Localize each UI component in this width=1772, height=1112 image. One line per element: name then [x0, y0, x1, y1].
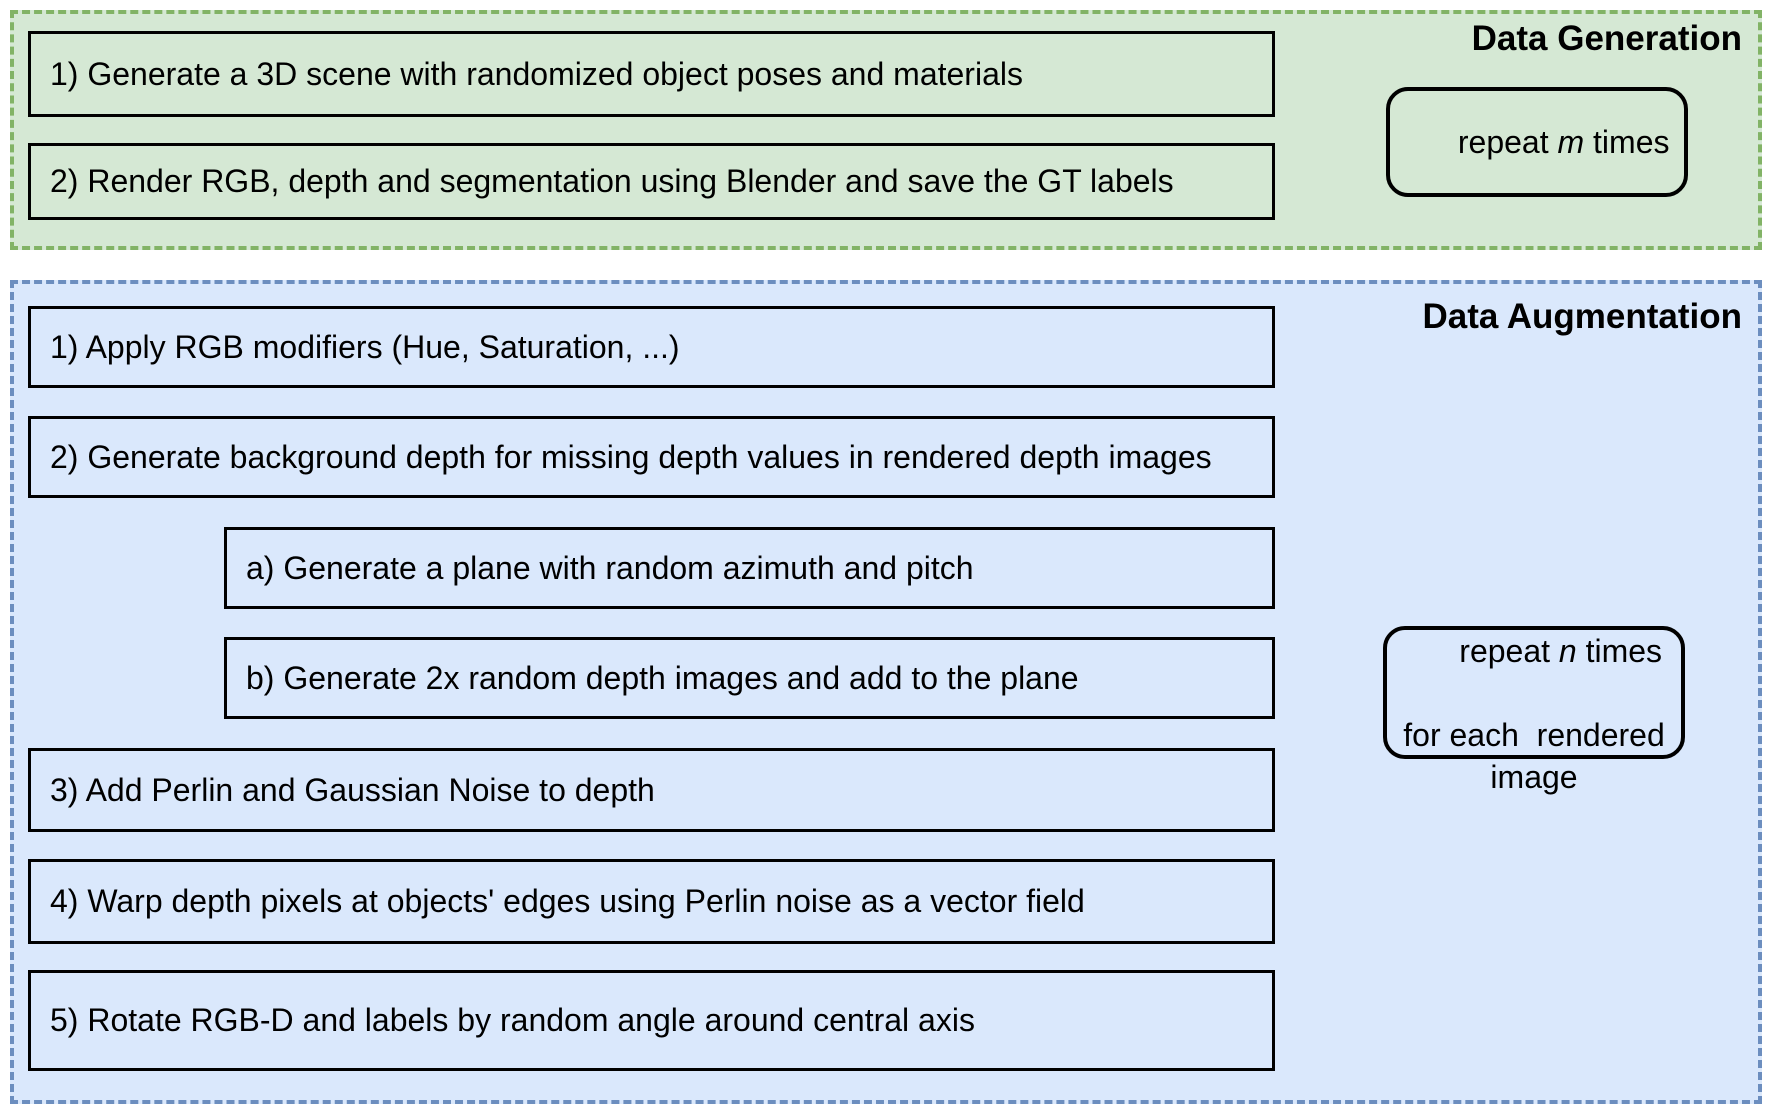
- repeat-m-times-label: repeat m times: [1405, 79, 1670, 205]
- repeat-n-times-line1: repeat n times: [1406, 588, 1662, 714]
- repeat-n-prefix: repeat: [1459, 632, 1559, 669]
- augmentation-step-4: 4) Warp depth pixels at objects' edges u…: [28, 859, 1275, 944]
- repeat-n-suffix: times: [1576, 632, 1663, 669]
- augmentation-substep-b: b) Generate 2x random depth images and a…: [224, 637, 1275, 719]
- repeat-m-prefix: repeat: [1457, 124, 1558, 160]
- augmentation-substep-a: a) Generate a plane with random azimuth …: [224, 527, 1275, 609]
- repeat-n-variable: n: [1558, 632, 1577, 669]
- repeat-n-times-line2: for each rendered: [1403, 716, 1665, 753]
- generation-step-1: 1) Generate a 3D scene with randomized o…: [28, 31, 1275, 117]
- data-generation-title: Data Generation: [1471, 19, 1742, 58]
- generation-step-2: 2) Render RGB, depth and segmentation us…: [28, 143, 1275, 220]
- augmentation-step-5: 5) Rotate RGB-D and labels by random ang…: [28, 970, 1275, 1071]
- repeat-m-times-box: repeat m times: [1386, 87, 1688, 197]
- repeat-n-times-line3: image: [1490, 758, 1578, 795]
- augmentation-step-3: 3) Add Perlin and Gaussian Noise to dept…: [28, 748, 1275, 832]
- repeat-n-times-box: repeat n times for each rendered image: [1383, 626, 1685, 795]
- data-augmentation-title: Data Augmentation: [1422, 297, 1742, 336]
- repeat-m-suffix: times: [1584, 124, 1670, 160]
- augmentation-step-2: 2) Generate background depth for missing…: [28, 416, 1275, 498]
- repeat-m-variable: m: [1557, 124, 1585, 160]
- augmentation-step-1: 1) Apply RGB modifiers (Hue, Saturation,…: [28, 306, 1275, 388]
